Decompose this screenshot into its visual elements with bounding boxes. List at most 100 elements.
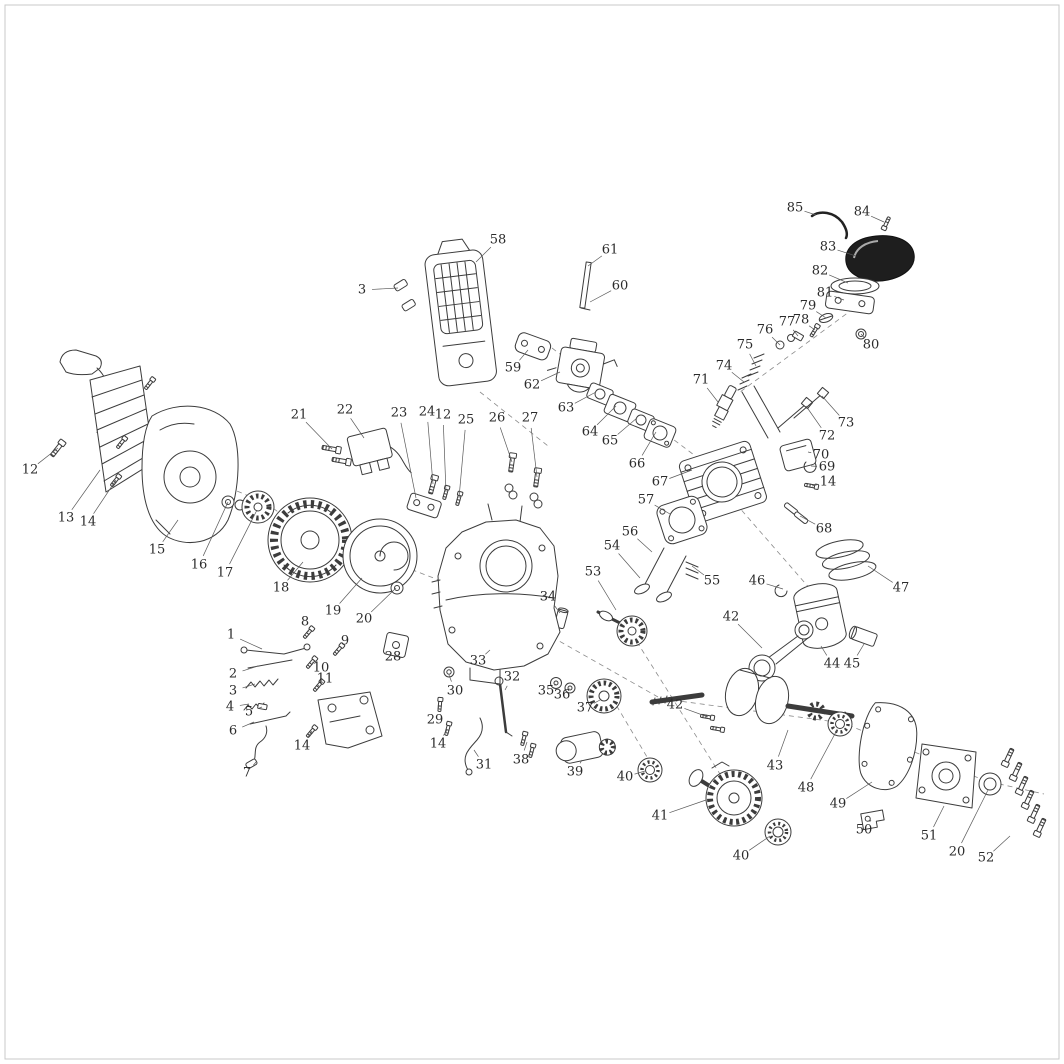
breather-tube: [810, 211, 849, 240]
callout-leader-57-42: [684, 708, 709, 718]
callout-18-58: 58: [490, 233, 507, 248]
callout-leader-11-23: [400, 422, 417, 499]
callout-leader-27-67: [669, 469, 693, 479]
callout-57-42: 42: [667, 698, 684, 713]
callout-leader-87-11: [317, 684, 320, 687]
callout-leader-53-47: [867, 565, 893, 583]
callout-36-76: 76: [757, 323, 774, 338]
callout-leader-7-19: [339, 577, 363, 604]
callout-leader-77-30: [448, 674, 452, 682]
callout-leader-79-33: [485, 649, 491, 655]
callout-22-62: 62: [524, 378, 541, 393]
callout-10-22: 22: [337, 403, 354, 418]
connecting-rod: [748, 620, 814, 682]
callout-15-26: 26: [489, 411, 506, 426]
flywheel: [267, 497, 353, 583]
callout-leader-66-41: [669, 799, 707, 814]
callout-87-11: 11: [317, 672, 334, 687]
callout-89-5: 5: [245, 705, 253, 720]
callout-leader-81-1: [239, 638, 263, 650]
callout-6-18: 18: [273, 581, 290, 596]
callout-leader-72-35: [553, 683, 557, 686]
callout-44-85: 85: [787, 201, 804, 216]
muffler: [424, 238, 497, 387]
callout-leader-20-60: [589, 290, 612, 303]
callout-leader-58-43: [778, 729, 789, 757]
callout-11-23: 23: [391, 406, 408, 421]
callout-59-48: 48: [798, 781, 815, 796]
callout-56-42: 42: [723, 610, 740, 625]
stud-bolt: [579, 261, 592, 311]
callout-leader-23-63: [574, 391, 597, 404]
callout-80-28: 28: [385, 650, 402, 665]
callout-leader-6-18: [287, 561, 304, 581]
callout-leader-19-61: [587, 255, 603, 267]
callout-55-45: 45: [844, 657, 861, 672]
oil-seal: [978, 772, 1002, 796]
callout-leader-47-72: [805, 405, 822, 429]
callout-leader-45-80: [860, 333, 865, 338]
callout-37-77: 77: [779, 315, 796, 330]
callout-leader-32-55: [691, 565, 705, 576]
callout-69-38: 38: [513, 753, 530, 768]
spark-plug: [712, 385, 737, 429]
callout-leader-40-81: [834, 296, 845, 301]
callout-70-37: 37: [577, 701, 594, 716]
callout-leader-15-26: [499, 427, 513, 463]
callout-13-12: 12: [435, 408, 452, 423]
carburetor: [546, 337, 618, 393]
small-gasket: [383, 632, 409, 658]
callout-leader-62-51: [933, 805, 945, 828]
callout-leader-85-3: [242, 683, 256, 689]
callout-leader-16-27: [530, 427, 538, 478]
callout-leader-29-56: [637, 538, 653, 553]
callout-14-25: 25: [458, 413, 475, 428]
rod-bolts: [699, 712, 726, 734]
callout-7-19: 19: [325, 604, 342, 619]
air-cleaner-base: [824, 290, 875, 315]
callout-21-59: 59: [505, 361, 522, 376]
head-screw: [803, 481, 820, 491]
callout-28-57: 57: [638, 493, 655, 508]
callout-leader-76-14: [443, 729, 448, 736]
valves: [634, 547, 699, 603]
callout-30-54: 54: [604, 539, 621, 554]
callout-leader-61-50: [869, 819, 872, 823]
callout-leader-65-40: [634, 770, 646, 775]
callout-leader-5-17: [229, 509, 258, 565]
push-rods: [741, 385, 781, 439]
callout-leader-63-20: [961, 789, 989, 844]
cylinder-cover: [779, 438, 817, 472]
callout-25-65: 65: [602, 434, 619, 449]
callout-82-8: 8: [301, 615, 309, 630]
exhaust-gasket: [514, 332, 552, 361]
crankcase: [431, 503, 561, 685]
callout-leader-43-84: [870, 215, 885, 223]
callout-leader-35-75: [749, 353, 757, 367]
callout-leader-91-7: [253, 761, 257, 766]
callout-52-46: 46: [749, 574, 766, 589]
intake-manifold: [643, 418, 677, 448]
ball-bearing-b: [764, 818, 792, 846]
crankcase-cover: [915, 743, 977, 809]
piston: [793, 583, 847, 649]
oil-pump: [555, 731, 616, 764]
cover-screws-mid: [426, 452, 543, 509]
callout-leader-54-44: [820, 645, 828, 656]
callout-leader-0-12: [37, 447, 59, 465]
callout-leader-31-53: [597, 580, 617, 611]
callout-leader-14-25: [458, 429, 466, 499]
callout-62-51: 51: [921, 829, 938, 844]
crank-bearing: [827, 711, 853, 737]
clutch-drum: [586, 678, 622, 714]
callout-leader-38-78: [808, 325, 816, 331]
callout-73-34: 34: [540, 590, 557, 605]
callout-leader-64-52: [993, 835, 1011, 852]
callout-leader-34-74: [731, 371, 745, 383]
callout-65-40: 40: [617, 770, 634, 785]
callout-91-7: 7: [243, 766, 251, 781]
mount-bracket: [317, 691, 383, 749]
stop-switch-bracket: [406, 492, 442, 519]
